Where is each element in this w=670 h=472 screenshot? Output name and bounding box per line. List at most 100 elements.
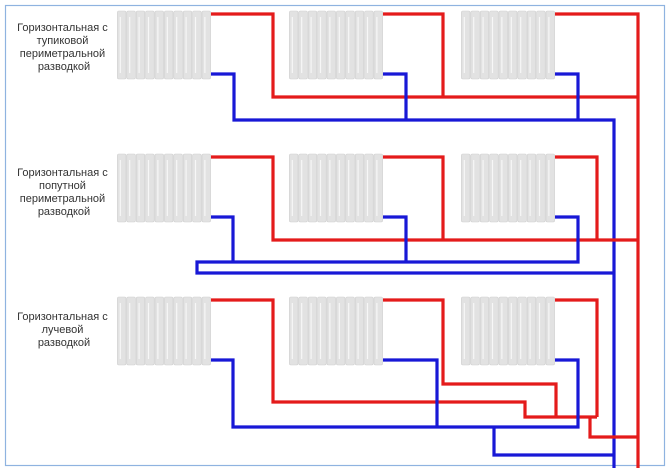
radiator-section xyxy=(164,10,174,80)
radiator-section xyxy=(354,296,365,366)
radiator-section xyxy=(479,296,490,366)
radiator-section xyxy=(317,296,327,366)
radiator-section xyxy=(326,10,336,80)
radiator-section xyxy=(164,153,174,223)
row1-label-line: Горизонтальная с xyxy=(17,22,108,34)
radiator-section xyxy=(508,153,518,223)
radiator-section xyxy=(154,10,164,80)
radiator-section xyxy=(545,296,555,366)
radiator-section xyxy=(298,296,308,366)
radiator-section xyxy=(135,153,146,223)
radiator-section xyxy=(126,296,136,366)
radiator-section xyxy=(182,296,193,366)
radiator-section xyxy=(182,153,193,223)
radiator-section xyxy=(345,296,355,366)
radiator-section xyxy=(354,153,365,223)
radiator xyxy=(117,296,211,366)
radiator-section xyxy=(545,10,555,80)
radiator-section xyxy=(192,296,202,366)
row3-label-line: лучевой xyxy=(42,324,84,336)
radiator-section xyxy=(117,296,127,366)
radiator-section xyxy=(336,153,346,223)
radiator-section xyxy=(345,153,355,223)
row1-label: Горизонтальная с тупиковой периметрально… xyxy=(17,22,111,73)
row3-label-line: разводкой xyxy=(38,337,90,349)
radiator-section xyxy=(373,296,383,366)
radiator-section xyxy=(336,10,346,80)
radiator-section xyxy=(164,296,174,366)
radiator-section xyxy=(135,296,146,366)
radiator-section xyxy=(201,153,211,223)
radiator-section xyxy=(536,10,546,80)
radiator-section xyxy=(354,10,365,80)
radiator-section xyxy=(536,153,546,223)
radiator-section xyxy=(345,10,355,80)
radiator-section xyxy=(289,10,299,80)
radiator-section xyxy=(479,153,490,223)
radiator xyxy=(461,296,555,366)
radiator-section xyxy=(326,296,336,366)
radiator-section xyxy=(373,10,383,80)
radiator-section xyxy=(317,153,327,223)
radiator-section xyxy=(526,153,537,223)
radiator-section xyxy=(364,10,374,80)
row2-label-line: разводкой xyxy=(38,206,90,218)
radiator-section xyxy=(307,296,318,366)
radiator-section xyxy=(317,10,327,80)
radiator-section xyxy=(173,153,183,223)
row3-return-pipes xyxy=(211,358,614,457)
row1-supply-pipes xyxy=(211,12,640,468)
radiator-section xyxy=(298,153,308,223)
row2-supply-pipes xyxy=(211,155,638,242)
radiator-section xyxy=(489,296,499,366)
radiator-section xyxy=(135,10,146,80)
radiator-section xyxy=(470,296,480,366)
radiator-section xyxy=(182,10,193,80)
row1-label-line: периметральной xyxy=(20,48,105,60)
row3-label: Горизонтальная с лучевой разводкой xyxy=(17,311,111,349)
radiator-section xyxy=(307,10,318,80)
row3-supply-pipes xyxy=(211,298,638,439)
radiator-section xyxy=(526,10,537,80)
radiator-section xyxy=(508,296,518,366)
radiator-section xyxy=(545,153,555,223)
radiator-section xyxy=(298,10,308,80)
radiator-section xyxy=(326,153,336,223)
radiator-section xyxy=(126,153,136,223)
radiator-section xyxy=(336,296,346,366)
radiator-section xyxy=(289,153,299,223)
radiator xyxy=(289,10,383,80)
radiator-section xyxy=(145,10,155,80)
radiator-section xyxy=(498,10,508,80)
radiator xyxy=(461,10,555,80)
row2-label-line: попутной xyxy=(39,180,86,192)
radiator xyxy=(461,153,555,223)
radiator-section xyxy=(479,10,490,80)
radiator-section xyxy=(145,296,155,366)
radiator-section xyxy=(289,296,299,366)
radiator-section xyxy=(526,296,537,366)
radiator-section xyxy=(489,153,499,223)
radiator-section xyxy=(117,153,127,223)
radiator xyxy=(289,153,383,223)
radiator-section xyxy=(364,153,374,223)
radiator-section xyxy=(154,296,164,366)
row2-label-line: периметральной xyxy=(20,193,105,205)
radiator-section xyxy=(364,296,374,366)
row2-label-line: Горизонтальная с xyxy=(17,167,108,179)
radiator-section xyxy=(173,10,183,80)
radiator-section xyxy=(489,10,499,80)
radiator-section xyxy=(498,296,508,366)
radiator-section xyxy=(192,10,202,80)
radiator-section xyxy=(508,10,518,80)
radiator-section xyxy=(201,10,211,80)
radiator-section xyxy=(373,153,383,223)
radiator-section xyxy=(461,153,471,223)
radiator-section xyxy=(201,296,211,366)
radiator-section xyxy=(536,296,546,366)
radiator-section xyxy=(517,10,527,80)
radiator-section xyxy=(192,153,202,223)
radiator-section xyxy=(117,10,127,80)
row3-label-line: Горизонтальная с xyxy=(17,311,108,323)
